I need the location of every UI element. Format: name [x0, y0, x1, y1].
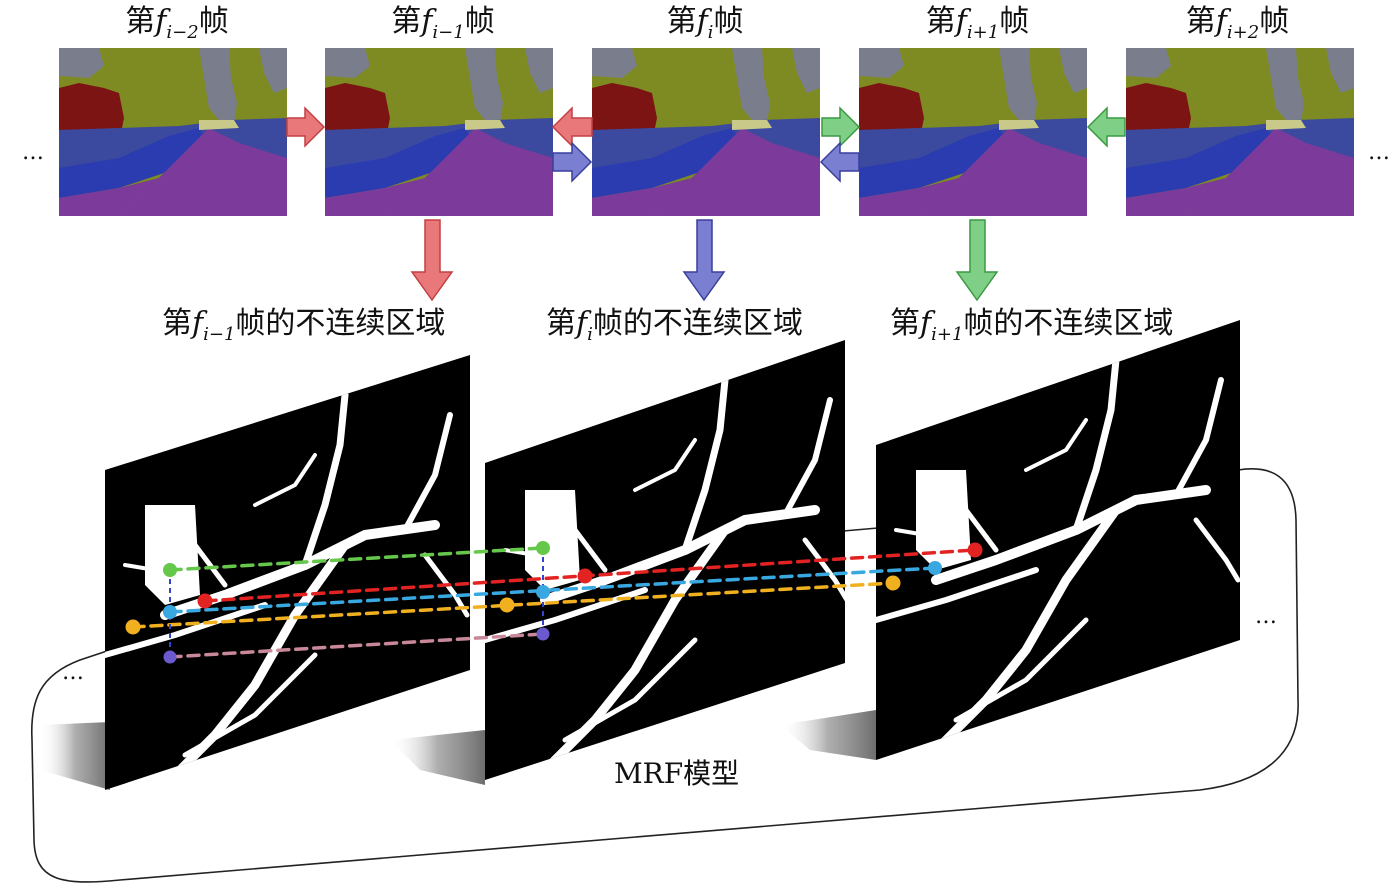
arrow-down-red [410, 219, 454, 302]
frame-title-fi+1: 第fi+1帧 [925, 4, 1030, 43]
binary-plate-fi [485, 340, 845, 780]
binary-plate-fi-1 [105, 355, 470, 790]
vertical-link-lines [169, 548, 544, 657]
seg-frame-fi-2 [59, 48, 287, 216]
frame-title-fi-2: 第fi−2帧 [125, 4, 229, 43]
seg-frame-fi+1 [859, 48, 1087, 216]
arrow-down-blue [682, 219, 726, 302]
plate-shadow-3 [780, 710, 876, 760]
node-dots [125, 541, 983, 664]
ellipsis-right-bottom: … [1255, 604, 1278, 629]
frame-title-fi+2: 第fi+2帧 [1185, 4, 1290, 43]
seg-frame-fi+2 [1126, 48, 1354, 216]
frame-title-fi-1: 第fi−1帧 [391, 4, 495, 43]
arrow-green-fi+2-to-fi+1 [1086, 106, 1126, 148]
ellipsis-left-top: … [22, 140, 45, 165]
arrow-red-fi-to-fi-1 [551, 106, 593, 148]
arrow-red-fi-2-to-fi-1 [286, 106, 326, 148]
line-pink [168, 632, 545, 659]
seg-frame-fi-1 [325, 48, 553, 216]
arrow-blue-fi+1-to-fi [819, 141, 860, 183]
ellipsis-right-top: … [1368, 140, 1391, 165]
region-title-fi+1: 第fi+1帧的不连续区域 [890, 306, 1174, 345]
region-title-fi: 第fi帧的不连续区域 [546, 306, 803, 345]
plate-shadow-1 [40, 722, 110, 790]
arrow-green-fi-to-fi+1 [821, 106, 861, 148]
line-cyan [168, 566, 937, 614]
line-green [168, 546, 545, 572]
arrow-down-green [955, 219, 999, 302]
seg-frame-fi [592, 48, 820, 216]
frame-title-fi: 第fi帧 [666, 4, 744, 43]
ellipsis-left-bottom: … [62, 660, 85, 685]
plate-shadow-2 [390, 730, 485, 785]
arrow-blue-fi-1-to-fi [552, 141, 593, 183]
binary-plate-fi+1 [876, 320, 1240, 760]
region-title-fi-1: 第fi−1帧的不连续区域 [162, 306, 446, 345]
mrf-model-label: MRF模型 [614, 757, 740, 790]
